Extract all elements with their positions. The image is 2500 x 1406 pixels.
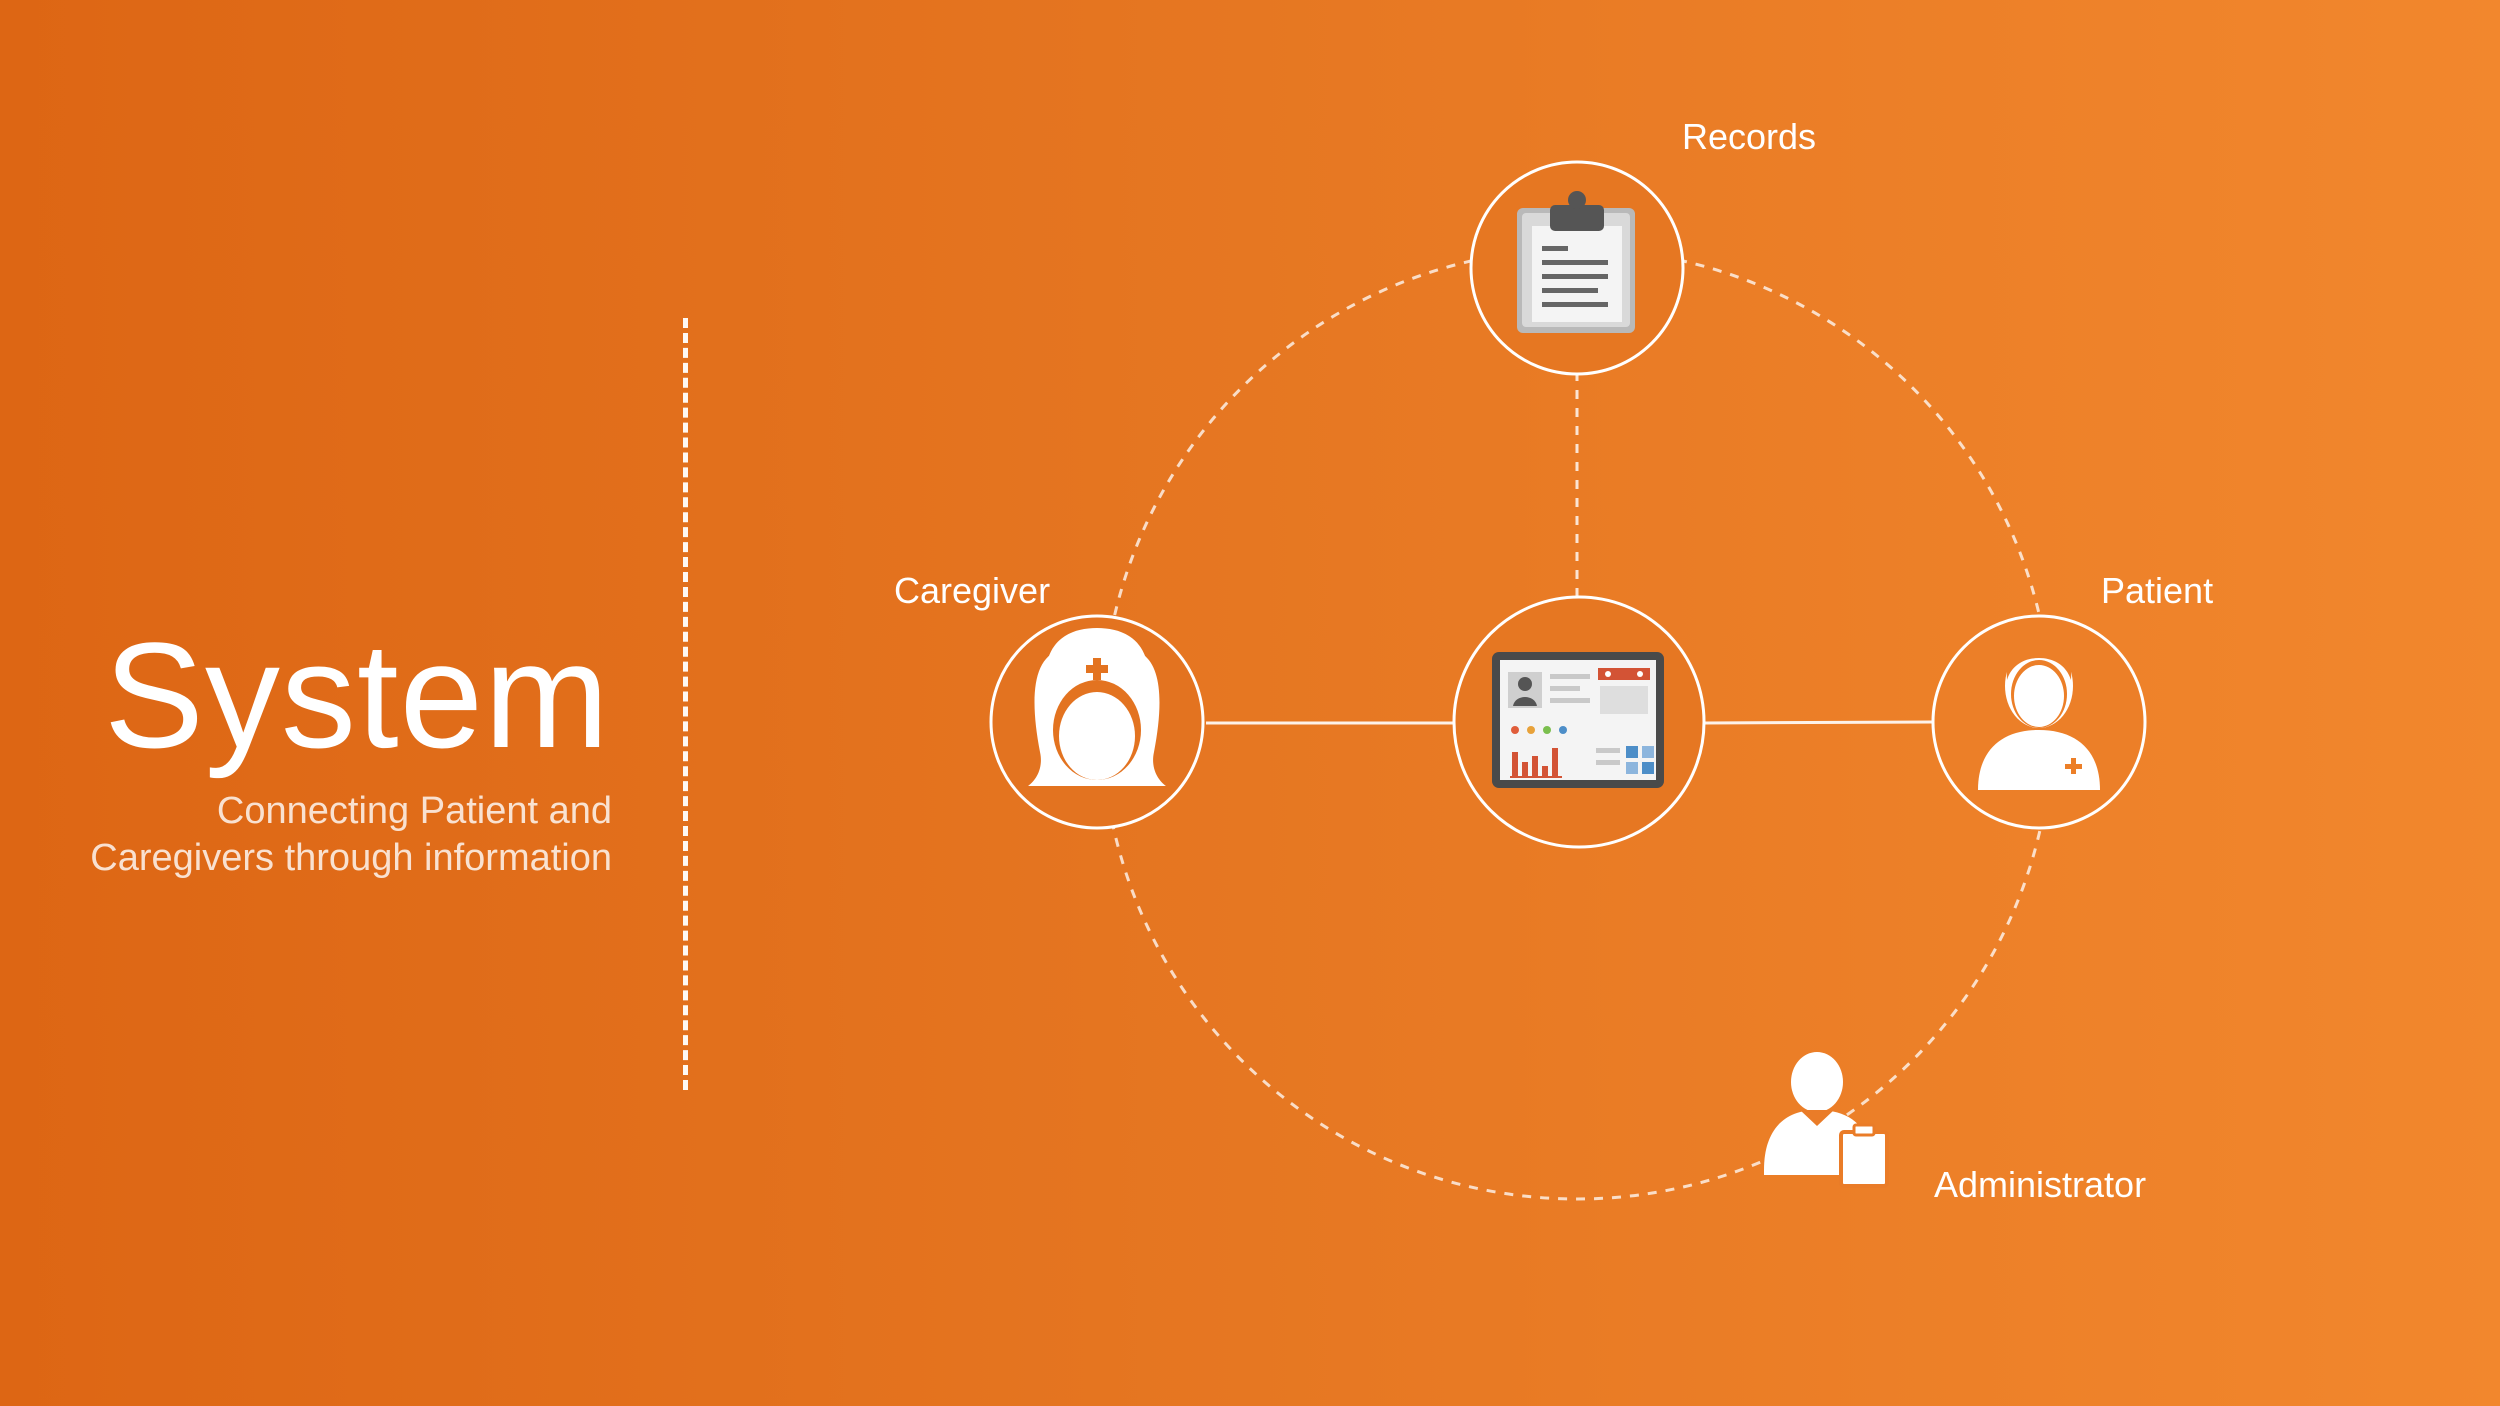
subtitle-line-2: Caregivers through information: [90, 837, 612, 879]
connector-system-patient: [1704, 720, 1933, 725]
dashboard-tablet-icon: [1492, 652, 1664, 788]
page-title: System: [103, 611, 610, 779]
patient-label: Patient: [2101, 570, 2214, 611]
patient-icon: [1978, 640, 2100, 790]
records-label: Records: [1682, 116, 1817, 157]
clipboard-icon: [1517, 191, 1635, 333]
vertical-divider: [683, 318, 688, 1090]
administrator-icon: [1764, 1052, 1889, 1188]
caregiver-label: Caregiver: [894, 570, 1051, 611]
administrator-label: Administrator: [1934, 1164, 2147, 1205]
page-subtitle: Connecting Patient and Caregivers throug…: [0, 788, 612, 882]
subtitle-line-1: Connecting Patient and: [216, 790, 612, 832]
nurse-icon: [1028, 628, 1166, 786]
